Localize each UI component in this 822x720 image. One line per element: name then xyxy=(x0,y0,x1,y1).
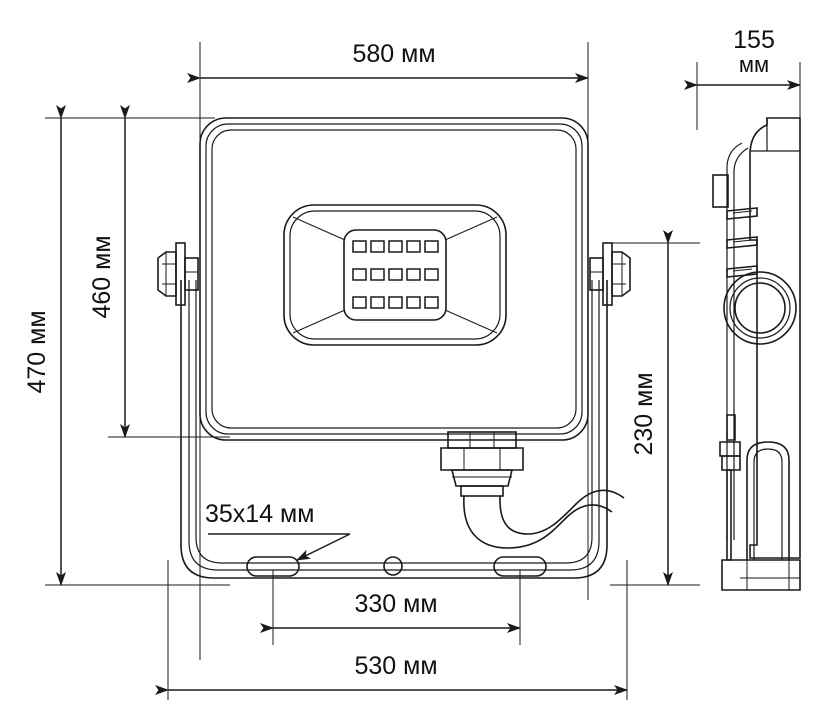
mount-boss xyxy=(723,271,797,345)
dim-depth-side: 155 мм xyxy=(684,26,801,90)
dim-label-155: 155 xyxy=(733,26,775,54)
housing-outline xyxy=(199,117,589,441)
dim-height-overall: 470 мм xyxy=(23,105,66,586)
led-panel xyxy=(343,229,447,321)
bracket-center-hole xyxy=(383,556,403,576)
dim-label-230: 230 мм xyxy=(630,372,658,455)
side-view xyxy=(712,117,801,591)
dim-label-580: 580 мм xyxy=(352,40,435,68)
front-view xyxy=(157,117,631,579)
bracket-slot-right xyxy=(493,556,547,577)
dim-label-460: 460 мм xyxy=(88,235,116,318)
dim-bracket-width: 530 мм xyxy=(155,652,628,695)
side-bracket xyxy=(719,414,801,591)
dim-label-35x14: 35x14 мм xyxy=(205,500,314,528)
dim-height-body: 460 мм xyxy=(88,105,130,438)
power-cable xyxy=(463,489,625,549)
led-reflector-bezel xyxy=(283,204,507,346)
dim-label-530: 530 мм xyxy=(354,652,437,680)
cable-gland xyxy=(440,431,524,497)
dim-width-overall: 580 мм xyxy=(187,40,589,83)
heat-sink-fins xyxy=(726,207,758,278)
dim-height-side: 230 мм xyxy=(630,230,673,586)
dim-label-330: 330 мм xyxy=(354,590,437,618)
mounting-bracket xyxy=(180,280,608,579)
dim-label-470: 470 мм xyxy=(23,310,51,393)
dim-slot-size: 35x14 мм xyxy=(205,500,351,561)
dim-label-155-unit: мм xyxy=(739,52,769,77)
dim-hole-spacing: 330 мм xyxy=(260,590,521,633)
bracket-slot-left xyxy=(246,556,300,577)
